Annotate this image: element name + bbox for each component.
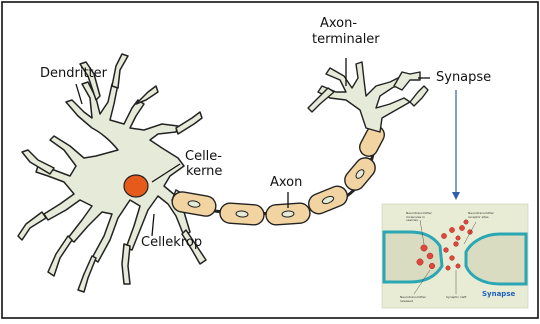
synapse-arrow <box>452 90 460 200</box>
cell-body-label: Cellekrop <box>141 236 202 250</box>
nucleus-label-line1: Celle- <box>185 150 222 164</box>
cell-body-leader <box>152 214 154 236</box>
presynaptic-terminal <box>384 232 442 282</box>
dendrites-leader <box>76 84 82 104</box>
dendrites-label: Dendritter <box>40 67 107 81</box>
postsynaptic-terminal <box>466 234 526 284</box>
axon-terminals-label-line1: Axon- <box>320 17 357 31</box>
nucleus <box>124 175 148 197</box>
inset-label-cleft: Synaptic cleft <box>446 296 468 300</box>
synapse-label: Synapse <box>436 71 491 85</box>
inset-label-receptors: Neurotransmitter receptor sites <box>468 212 498 219</box>
nucleus-label-line2: kerne <box>186 165 222 179</box>
axon-label: Axon <box>270 176 302 190</box>
axon-terminals-label-line2: terminaler <box>312 33 380 47</box>
inset-label-released: Neurotransmitter released <box>400 296 430 303</box>
cell-body <box>18 54 206 292</box>
inset-label-vesicles: Neurotransmitter molecules in vesicles <box>406 212 436 223</box>
axon-terminals <box>308 62 428 132</box>
inset-caption: Synapse <box>482 290 515 298</box>
